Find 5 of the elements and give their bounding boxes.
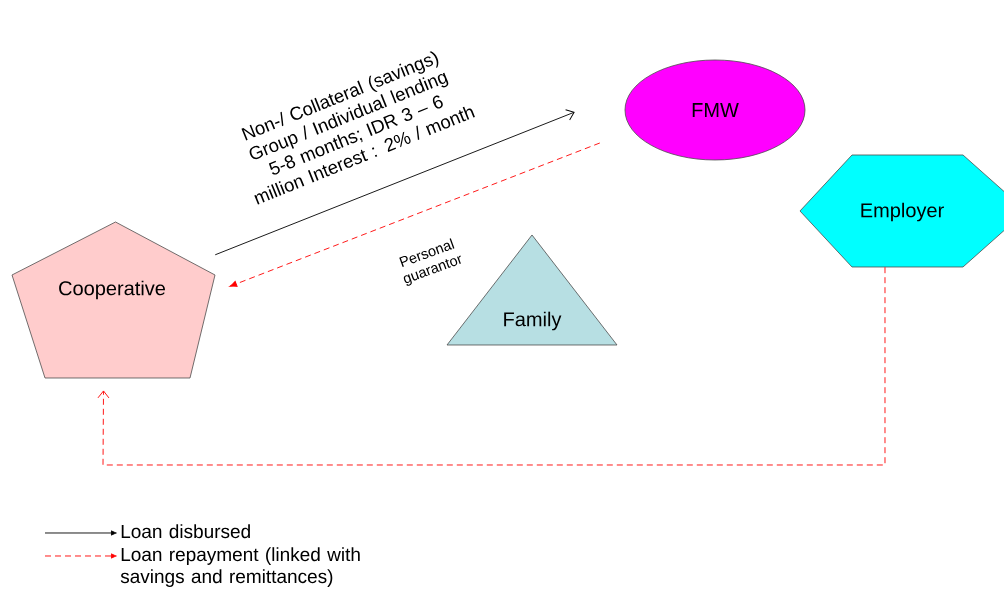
legend-text: Loan disbursed — [121, 524, 250, 539]
arrow — [229, 142, 601, 287]
legend-text: Loan repayment (linked with savings and remittances) — [120, 547, 360, 587]
arrow — [97, 266, 886, 466]
arrow — [214, 109, 575, 256]
